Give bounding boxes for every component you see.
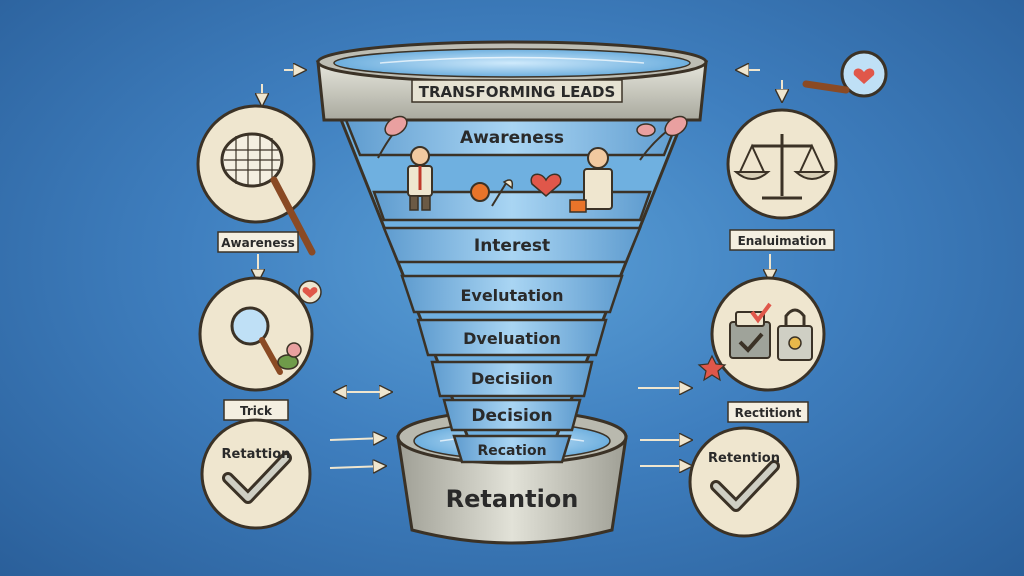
checkmark-icon (200, 418, 312, 530)
magnifier-heart-icon (802, 50, 888, 98)
heart-icon (530, 173, 562, 197)
net-icon (196, 104, 316, 256)
businessman-figure-left (407, 146, 433, 211)
heart-bubble-icon (298, 280, 322, 304)
right-column: Enaluimation Rectitiont Retention (688, 50, 888, 538)
magnifier-icon (198, 276, 314, 392)
connector-arrows (262, 70, 760, 468)
funnel-body (315, 60, 709, 464)
right-top-label-box (729, 229, 835, 251)
stage-label-1: Awareness (460, 128, 564, 148)
funnel-rim: TRANSFORMING LEADS (316, 40, 708, 122)
businessman-figure-right (569, 147, 613, 213)
left-middle-label: Trick (240, 404, 273, 418)
right-bottom-label: Retention (708, 451, 780, 466)
left-bottom-label: Retattion (222, 447, 291, 462)
right-top-label: Enaluimation (738, 234, 827, 248)
stage-label-3: Evelutation (460, 286, 563, 305)
right-middle-label: Rectitiont (735, 406, 802, 420)
right-middle-label-box (727, 401, 809, 423)
flower-icon (377, 115, 688, 161)
lock-icon (777, 308, 813, 361)
stage-label-7: Recation (477, 443, 546, 459)
star-icon (697, 354, 727, 382)
clipboard-icon (710, 276, 826, 392)
left-top-label: Awareness (221, 236, 295, 250)
left-top-label-box (217, 231, 299, 253)
funnel-stage-labels: Awareness Interest Evelutation Dveluatio… (460, 128, 564, 459)
stage-label-4: Dveluation (463, 329, 561, 348)
target-icon (470, 179, 514, 207)
stage-label-5: Decisiion (471, 369, 553, 388)
funnel-title: TRANSFORMING LEADS (419, 83, 616, 101)
checkmark-icon-right (688, 426, 800, 538)
stage-label-2: Interest (474, 236, 550, 256)
scales-icon (726, 108, 838, 220)
left-column: Awareness Trick Retattion (196, 104, 322, 530)
funnel-base-label: Retantion (446, 485, 579, 513)
stage-label-6: Decision (471, 406, 552, 426)
